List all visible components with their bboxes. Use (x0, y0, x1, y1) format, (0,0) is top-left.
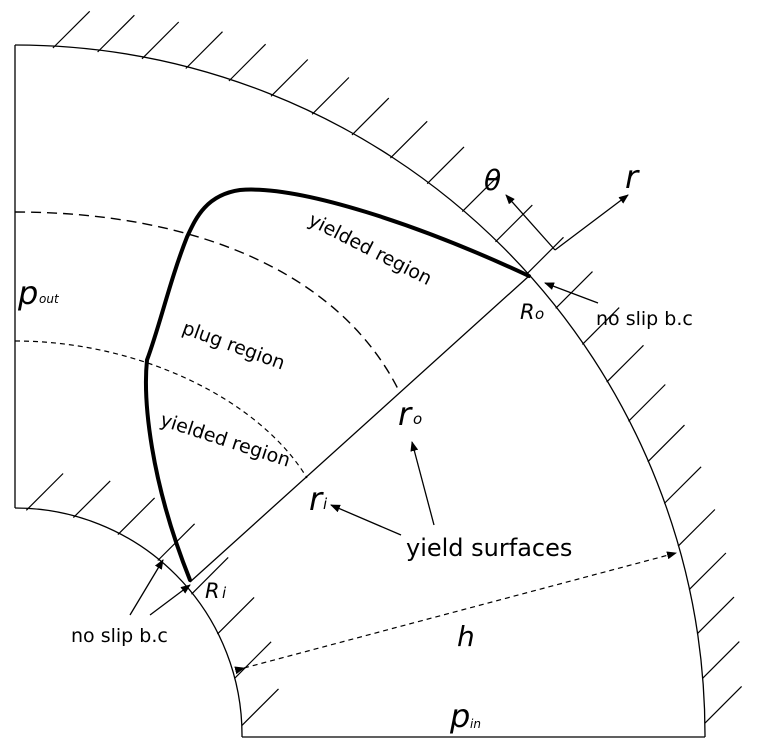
outer-hatch-line (461, 174, 500, 213)
inner-hatch-line (25, 473, 64, 511)
yielded-region-bottom-label: yielded region (157, 409, 293, 472)
outer-hatch-line (696, 596, 735, 635)
theta-axis-arrow (505, 194, 556, 251)
ro-subscript: o (413, 410, 422, 428)
radial-section-line (189, 275, 530, 583)
Ro-label: R (520, 300, 535, 324)
outer-hatch-line (52, 10, 91, 49)
theta-label: θ (484, 164, 501, 197)
outer-hatch-line (97, 14, 135, 53)
no-slip-outer-arrow (544, 282, 599, 304)
outer-wall-hatching (52, 10, 743, 724)
no-slip-inner-arrow-2 (149, 584, 191, 616)
yield-surface-outer (14, 211, 401, 394)
outer-hatch-line (677, 509, 716, 547)
outer-hatch-line (185, 31, 223, 69)
no-slip-outer-label: no slip b.c (596, 308, 693, 330)
Ro-subscript: o (535, 305, 544, 323)
yield-surface-inner (14, 340, 308, 479)
inner-hatch-line (72, 480, 111, 519)
outer-wall (14, 44, 706, 738)
outer-hatch-line (311, 77, 350, 115)
no-slip-inner-label: no slip b.c (71, 625, 168, 647)
outer-hatch-line (526, 236, 564, 275)
Ri-subscript: i (222, 584, 227, 602)
outer-hatch-line (495, 204, 533, 243)
outer-hatch-line (702, 641, 740, 679)
h-label: h (457, 620, 475, 653)
p-out-label: p (17, 274, 38, 312)
inner-wall-hatching (25, 473, 279, 727)
outer-hatch-line (351, 97, 390, 136)
velocity-profile (144, 187, 531, 582)
yielded-region-top-label: yielded region (305, 209, 436, 290)
gap-width-arrow (234, 551, 677, 675)
outer-hatch-line (141, 21, 180, 60)
inner-hatch-line (241, 688, 279, 727)
outer-hatch-line (426, 146, 465, 185)
outer-hatch-line (228, 43, 267, 82)
p-in-subscript: in (470, 717, 481, 731)
p-out-subscript: out (39, 292, 60, 306)
p-in-label: p (449, 697, 470, 735)
inner-hatch-line (117, 497, 156, 536)
inner-hatch-line (233, 641, 272, 680)
outer-hatch-line (581, 307, 620, 345)
yield-arrow-to-ri (330, 504, 402, 536)
ri-label: r (309, 480, 324, 518)
inner-hatch-line (216, 596, 255, 635)
outer-hatch-line (270, 59, 309, 97)
ro-label: r (398, 395, 413, 433)
inner-hatch-line (191, 556, 229, 595)
outer-hatch-line (704, 685, 743, 724)
outer-hatch-line (688, 552, 727, 591)
yield-arrow-to-ro (410, 441, 435, 526)
outer-hatch-line (663, 466, 702, 504)
no-slip-inner-arrow-1 (129, 559, 164, 616)
outer-hatch-line (555, 271, 593, 309)
outer-hatch-line (647, 424, 685, 463)
outer-hatch-line (606, 344, 644, 383)
ri-subscript: i (323, 495, 328, 513)
inner-wall (14, 507, 243, 738)
outer-hatch-line (389, 120, 428, 159)
r-label: r (625, 158, 640, 196)
Ri-label: R (205, 579, 220, 603)
yield-surfaces-label: yield surfaces (406, 534, 572, 562)
r-axis-arrow (554, 194, 629, 251)
outer-hatch-line (628, 384, 666, 422)
plug-region-label: plug region (179, 317, 288, 374)
